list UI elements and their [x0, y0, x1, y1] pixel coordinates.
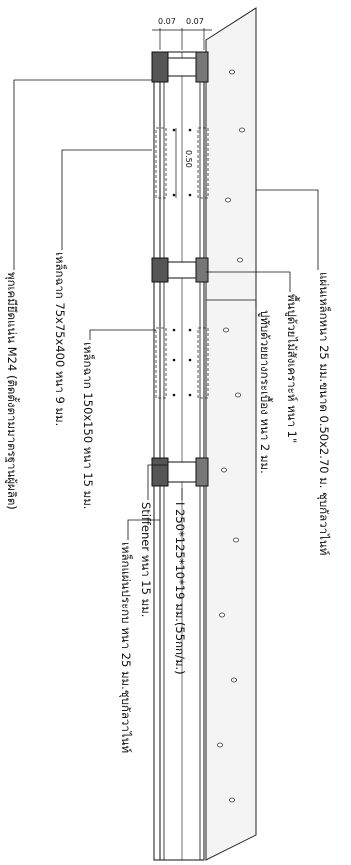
top-dimension [152, 28, 212, 50]
label-base-plate: พื้นปูด้วยไม้สังเคราะห์ หนา 1" [285, 294, 300, 443]
concrete-slab [205, 7, 257, 861]
label-angle-large: เหล็กฉาก 150x150 หนา 15 มม. [81, 342, 96, 509]
label-angle-small: เหล็กฉาก 75x75x400 หนา 9 มม. [53, 252, 68, 426]
beam-bolts [172, 128, 192, 397]
deck-plate [153, 51, 161, 861]
dimension-middle: 0.50 [184, 150, 193, 168]
slab-bolt-holes [217, 69, 245, 803]
label-i-beam: I 250*125*10*19 มม.(55กก/ม.) [173, 502, 187, 675]
label-anchor-bolt: พุกเคมียึดแน่น M24 (ติดตั้งตามมาตรฐานผู้… [5, 272, 20, 510]
label-rubber-layer: ปูทับด้วยยางกระเบื้อง หนา 2 มม. [258, 310, 273, 474]
stiffener-bottom [151, 457, 209, 487]
stiffener-top [151, 51, 209, 83]
dimension-top-right: 0.07 [186, 17, 204, 26]
i-beam [159, 51, 205, 861]
label-stiffener: Stiffener หนา 15 มม. [139, 502, 153, 617]
leader-lines [13, 79, 319, 540]
label-steel-plate: แผ่นเหล็กหนา 25 มม.ขนาด 0.50x2.70 ม. ชุบ… [317, 272, 332, 555]
dimension-top-left: 0.07 [158, 17, 176, 26]
label-plate-assembly: เหล็กแผ่นประกบ หนา 25 มม.ชุบกัลวาไนท์ [119, 542, 134, 753]
stiffener-middle [151, 257, 209, 283]
hidden-angle-boxes [155, 127, 209, 399]
